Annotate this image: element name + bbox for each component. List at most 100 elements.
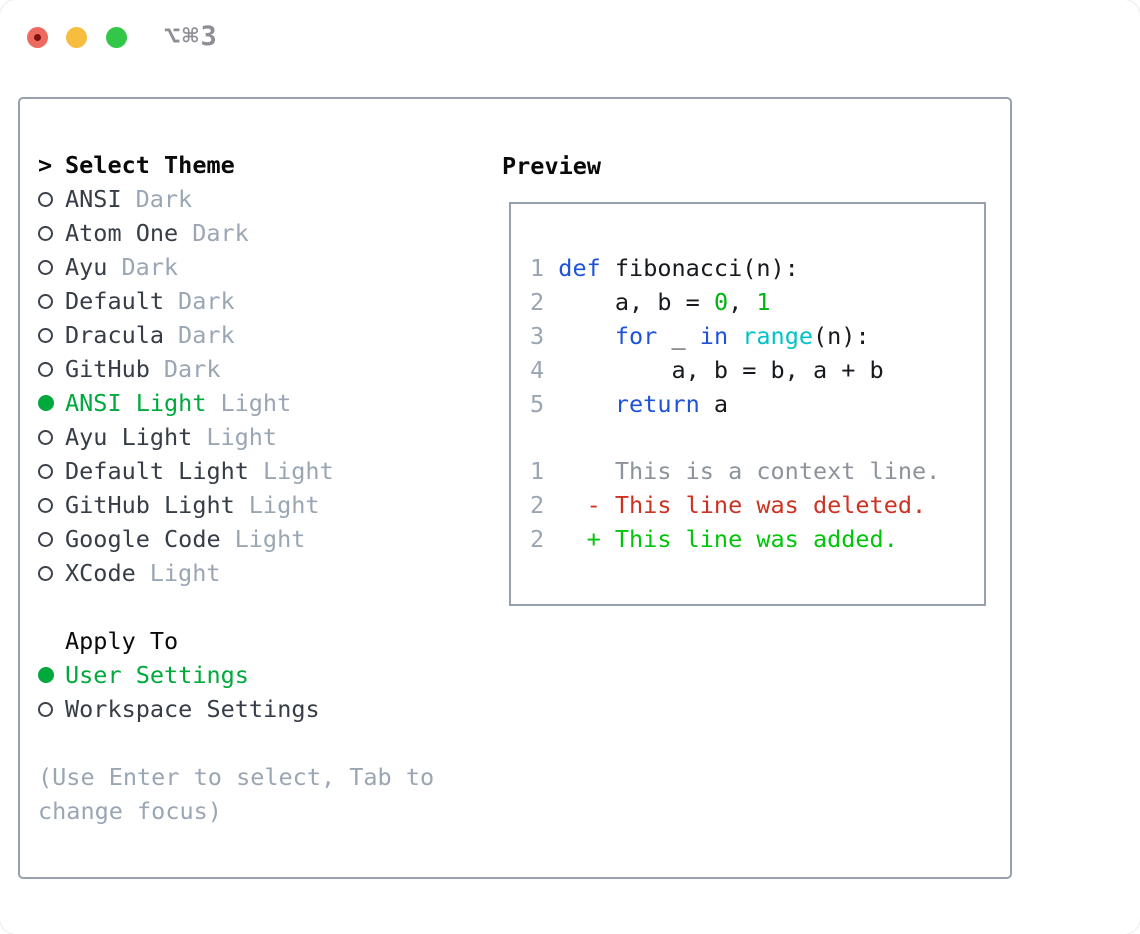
radio-unselected-icon: [38, 225, 53, 241]
code-token-plain: _: [657, 322, 700, 350]
code-token-plain: fibonacci(n):: [600, 254, 799, 282]
code-token-plain: [728, 322, 742, 350]
theme-list: > Select Theme ANSI Dark Atom One Dark A…: [38, 148, 334, 590]
radio-marker: [38, 463, 65, 479]
theme-item[interactable]: GitHub Light Light: [38, 488, 334, 522]
theme-name: Default: [65, 287, 165, 315]
code-token-plain: [558, 322, 615, 350]
theme-variant: Light: [234, 525, 306, 553]
theme-item[interactable]: Default Dark: [38, 284, 334, 318]
theme-item[interactable]: Default Light Light: [38, 454, 334, 488]
theme-item[interactable]: ANSI Light Light: [38, 386, 334, 420]
code-line: 2 a, b = 0, 1: [530, 285, 984, 319]
radio-marker: [38, 395, 65, 411]
theme-variant: Light: [262, 457, 334, 485]
theme-variant: Light: [206, 423, 278, 451]
radio-unselected-icon: [38, 463, 53, 479]
radio-marker: [38, 701, 65, 717]
prompt-marker: >: [38, 151, 65, 179]
line-number: 5: [530, 390, 545, 418]
radio-selected-icon: [38, 395, 54, 411]
theme-variant: Light: [248, 491, 320, 519]
line-number: 3: [530, 322, 545, 350]
zoom-button[interactable]: [106, 27, 127, 48]
theme-name: GitHub Light: [65, 491, 235, 519]
preview-heading: Preview: [502, 152, 602, 180]
line-number: 1: [530, 457, 545, 485]
code-token-plain: a, b = b, a + b: [558, 356, 884, 384]
line-number: 1: [530, 254, 545, 282]
theme-variant: Dark: [135, 185, 193, 213]
theme-item[interactable]: Google Code Light: [38, 522, 334, 556]
theme-item[interactable]: GitHub Dark: [38, 352, 334, 386]
theme-item[interactable]: Ayu Light Light: [38, 420, 334, 454]
code-line: 4 a, b = b, a + b: [530, 353, 984, 387]
window-shortcut-label: ⌥⌘3: [164, 21, 219, 52]
diff-line: 2 + This line was added.: [530, 522, 984, 556]
code-line: 5 return a: [530, 387, 984, 421]
prompt-icon: >: [38, 151, 53, 179]
theme-item[interactable]: XCode Light: [38, 556, 334, 590]
diff-line: 1 This is a context line.: [530, 454, 984, 488]
theme-item[interactable]: ANSI Dark: [38, 182, 334, 216]
code-content: a, b = b, a + b: [558, 356, 883, 384]
code-content: def fibonacci(n):: [558, 254, 799, 282]
code-line: 3 for _ in range(n):: [530, 319, 984, 353]
close-button[interactable]: [27, 27, 48, 48]
radio-marker: [38, 531, 65, 547]
theme-name: Dracula: [65, 321, 165, 349]
code-token-context: This is a context line.: [558, 457, 941, 485]
apply-heading: Apply To: [65, 627, 179, 655]
hint-text: (Use Enter to select, Tab to change focu…: [38, 763, 435, 825]
code-token-builtin: range: [742, 322, 813, 350]
radio-marker: [38, 327, 65, 343]
theme-variant: Dark: [163, 355, 221, 383]
code-token-add: + This line was added.: [558, 525, 898, 553]
line-number: 2: [530, 491, 545, 519]
theme-name: GitHub: [65, 355, 150, 383]
radio-unselected-icon: [38, 191, 53, 207]
theme-name: Atom One: [65, 219, 179, 247]
code-token-num: 0: [713, 288, 729, 316]
code-token-kw: for: [614, 322, 658, 350]
line-number: 4: [530, 356, 545, 384]
preview-box: 1 def fibonacci(n): 2 a, b = 0, 1 3 for …: [509, 202, 986, 606]
code-token-plain: a, b =: [558, 288, 714, 316]
code-token-plain: ,: [728, 288, 757, 316]
theme-item[interactable]: Dracula Dark: [38, 318, 334, 352]
minimize-button[interactable]: [66, 27, 87, 48]
apply-option[interactable]: User Settings: [38, 658, 320, 692]
close-dot-icon: [34, 34, 41, 41]
radio-marker: [38, 293, 65, 309]
apply-option-label: User Settings: [65, 661, 249, 689]
theme-name: Ayu Light: [65, 423, 193, 451]
radio-unselected-icon: [38, 701, 53, 717]
apply-option-label: Workspace Settings: [65, 695, 320, 723]
theme-item[interactable]: Ayu Dark: [38, 250, 334, 284]
code-content: - This line was deleted.: [558, 491, 927, 519]
theme-name: ANSI: [65, 185, 122, 213]
theme-name: Google Code: [65, 525, 221, 553]
theme-name: Ayu: [65, 253, 108, 281]
theme-variant: Dark: [121, 253, 179, 281]
radio-marker: [38, 225, 65, 241]
apply-option[interactable]: Workspace Settings: [38, 692, 320, 726]
code-content: for _ in range(n):: [558, 322, 870, 350]
theme-item[interactable]: Atom One Dark: [38, 216, 334, 250]
theme-variant: Light: [149, 559, 221, 587]
radio-unselected-icon: [38, 259, 53, 275]
radio-marker: [38, 565, 65, 581]
theme-name: ANSI Light: [65, 389, 207, 417]
theme-name: XCode: [65, 559, 136, 587]
code-content: This is a context line.: [558, 457, 940, 485]
code-token-plain: [558, 390, 615, 418]
radio-unselected-icon: [38, 531, 53, 547]
radio-unselected-icon: [38, 429, 53, 445]
code-line: 1 def fibonacci(n):: [530, 251, 984, 285]
theme-variant: Light: [220, 389, 292, 417]
code-content: return a: [558, 390, 728, 418]
diff-spacer: [530, 421, 984, 454]
radio-marker: [38, 191, 65, 207]
radio-marker: [38, 259, 65, 275]
line-number: 2: [530, 525, 545, 553]
